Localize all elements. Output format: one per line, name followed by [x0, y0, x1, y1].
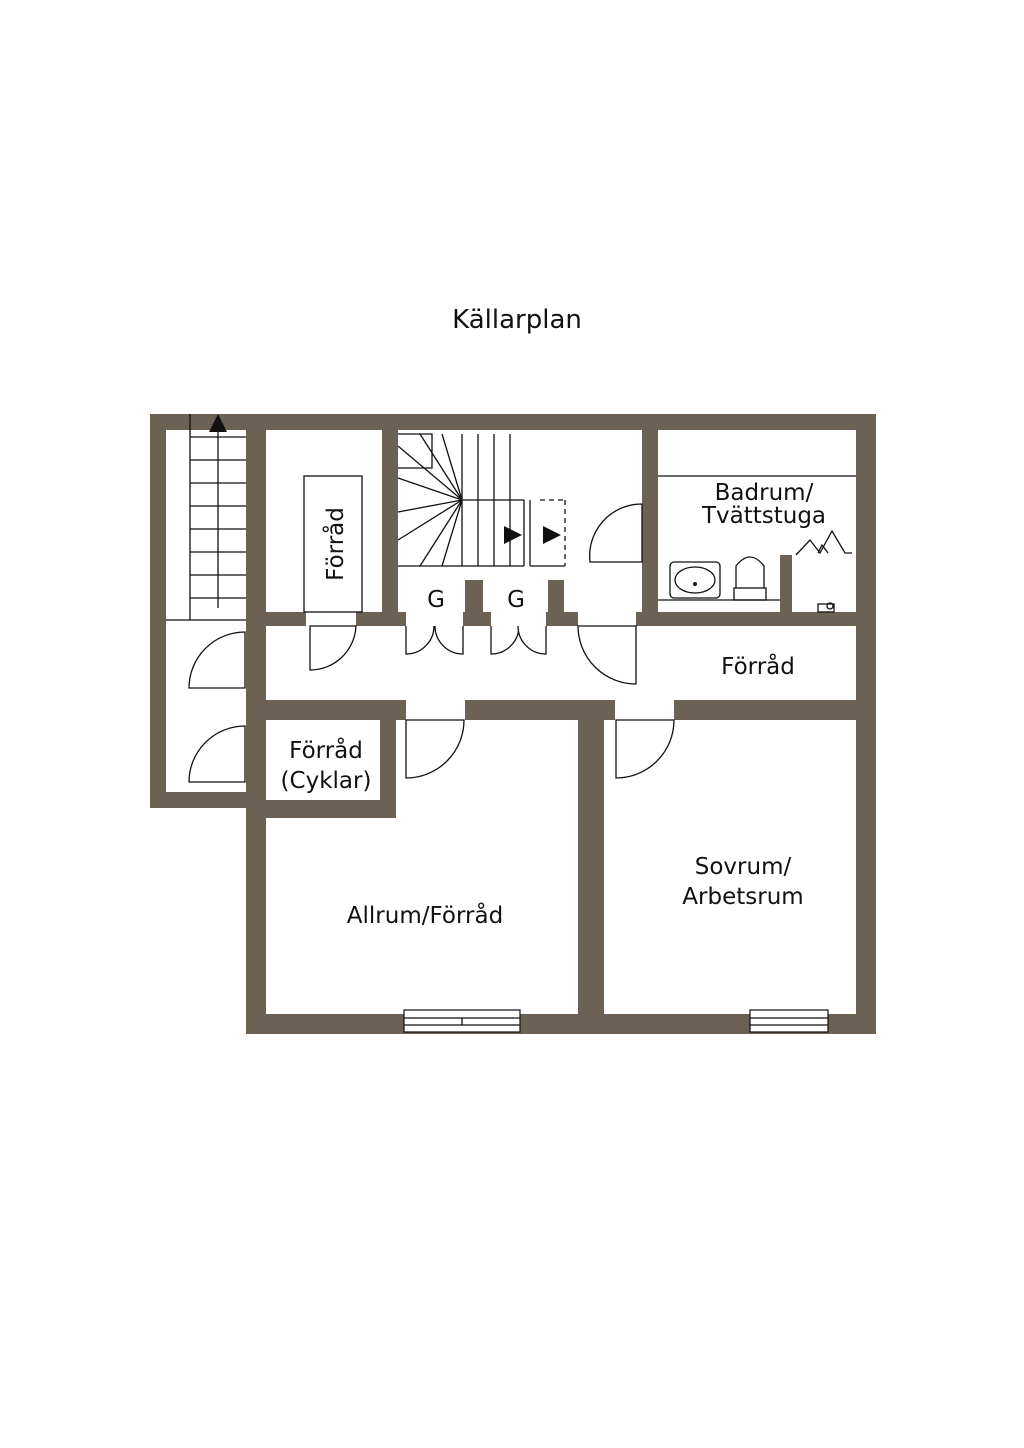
- wall-segment: [548, 580, 564, 626]
- room-label-bedroom-line1: Sovrum/: [695, 854, 792, 880]
- wall-segment: [642, 430, 658, 626]
- window-right: [749, 1009, 829, 1033]
- door-swing: [188, 631, 246, 689]
- room-label-bike-storage-line2: (Cyklar): [281, 768, 372, 794]
- room-label-bike-storage-line1: Förråd: [289, 736, 363, 764]
- wall-segment: [780, 555, 792, 625]
- wall-segment: [636, 612, 856, 626]
- stair-up-arrow-icon: [209, 414, 227, 432]
- door-swing: [490, 625, 547, 655]
- wall-segment: [578, 700, 604, 1014]
- storage-cabinet: [303, 475, 363, 613]
- wall-stair-lane: [246, 414, 266, 629]
- wall-segment: [266, 612, 306, 626]
- wall-segment: [382, 430, 398, 626]
- room-label-storage-right: Förråd: [721, 652, 795, 680]
- wall-segment: [465, 580, 483, 626]
- room-label-bedroom-line2: Arbetsrum: [682, 884, 803, 910]
- wall-segment: [246, 700, 406, 720]
- stair-direction-arrow-icon: [543, 526, 561, 544]
- door-swing: [405, 625, 464, 655]
- door-swing: [589, 503, 643, 563]
- window-left: [403, 1009, 521, 1033]
- interior-stair: [397, 433, 566, 567]
- room-label-storage-top-left: Förråd: [321, 507, 349, 581]
- outdoor-stair: [166, 414, 246, 621]
- room-label-closet-2: G: [507, 587, 525, 613]
- room-label-closet-1: G: [427, 587, 445, 613]
- wall-segment: [246, 800, 396, 818]
- wall-segment: [356, 612, 406, 626]
- toilet-icon: [733, 556, 767, 601]
- wall-segment: [674, 700, 856, 720]
- room-label-bathroom-line1: Badrum/: [715, 480, 814, 506]
- wall-segment: [465, 700, 615, 720]
- door-swing: [309, 625, 357, 671]
- door-swing: [577, 625, 637, 685]
- stair-direction-arrow-icon: [504, 526, 522, 544]
- door-swing: [615, 719, 675, 779]
- washer-icon: [795, 529, 852, 613]
- page-title: Källarplan: [452, 305, 582, 335]
- door-swing: [405, 719, 465, 779]
- sink-icon: [669, 561, 721, 599]
- door-swing: [188, 725, 246, 783]
- wall-segment: [380, 720, 396, 818]
- room-label-bathroom-line2: Tvättstuga: [701, 503, 826, 529]
- room-label-family-room: Allrum/Förråd: [347, 901, 503, 929]
